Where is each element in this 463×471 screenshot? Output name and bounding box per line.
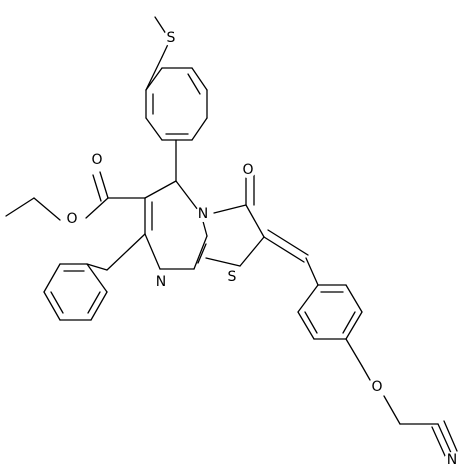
label-bg xyxy=(195,206,211,222)
label-bg xyxy=(89,152,105,168)
atom-label-n-ring: N xyxy=(156,274,166,290)
label-bg xyxy=(163,30,179,46)
label-bg xyxy=(240,162,256,178)
atom-label-s-methylthio: S xyxy=(167,30,176,46)
atom-label-o-ester-alkoxy: O xyxy=(66,211,77,227)
label-bg xyxy=(369,379,385,395)
atom-label-s-ring: S xyxy=(228,269,237,285)
atom-label-o-ether: O xyxy=(371,379,382,395)
atom-label-n-nitrile: N xyxy=(447,452,457,468)
atom-label-n-ring-bridge: N xyxy=(198,206,208,222)
label-bg xyxy=(64,211,80,227)
bond-skeleton xyxy=(5,16,458,459)
label-bg xyxy=(224,269,240,285)
label-bg xyxy=(153,274,169,290)
atom-label-o-ester-carbonyl: O xyxy=(91,152,102,168)
atom-label-o-ketone: O xyxy=(242,162,253,178)
atom-labels: S O O N O N S O N xyxy=(64,30,460,468)
label-bg xyxy=(444,452,460,468)
